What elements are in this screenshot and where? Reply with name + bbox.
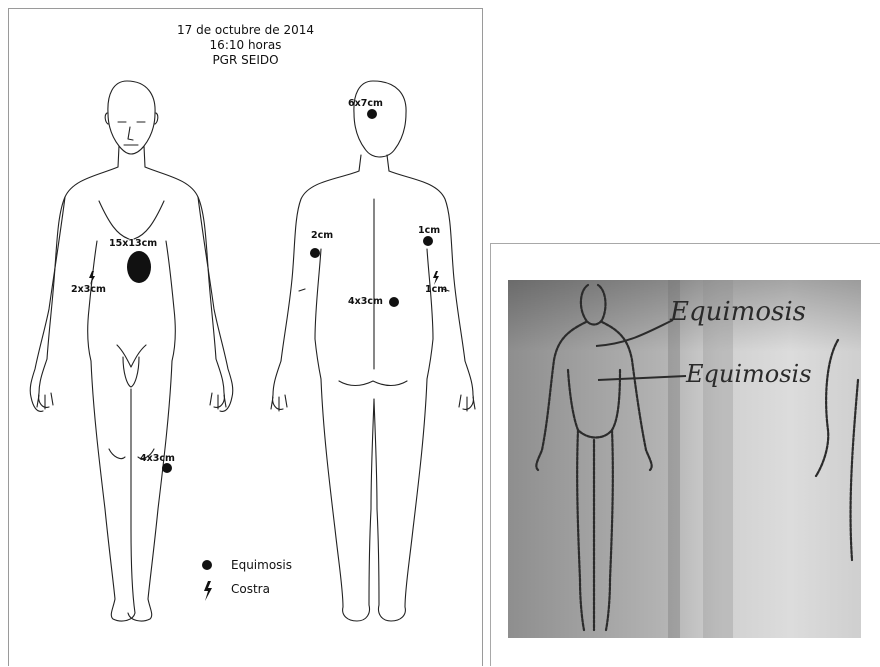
- label-abdomen: 15x13cm: [109, 238, 157, 249]
- head-bruise-marker: [367, 109, 377, 119]
- right-arm-scab-marker: [433, 271, 439, 285]
- label-left-arm: 2cm: [311, 230, 333, 241]
- front-body-figure: [30, 81, 233, 621]
- left-arm-bruise-marker: [310, 248, 320, 258]
- legend-scab-label: Costra: [231, 582, 270, 596]
- label-right-arm-bottom: 1cm: [425, 284, 447, 295]
- photo-annotation-1: Equimosis: [669, 297, 806, 327]
- photo-drawing: Equimosis Equimosis: [508, 280, 861, 638]
- legend-scab-icon: [204, 581, 212, 601]
- body-figures: 15x13cm 2x3cm 4x3cm 6x7cm 2cm 1cm 1cm 4x…: [9, 9, 484, 667]
- back-body-figure: [271, 81, 475, 621]
- lower-back-bruise-marker: [389, 297, 399, 307]
- photo-panel: Equimosis Equimosis: [490, 243, 880, 666]
- right-arm-bruise-marker: [423, 236, 433, 246]
- legend-bruise-label: Equimosis: [231, 558, 292, 572]
- body-diagram-panel: 17 de octubre de 2014 16:10 horas PGR SE…: [8, 8, 483, 666]
- photo-annotation-2: Equimosis: [685, 360, 812, 388]
- label-head: 6x7cm: [348, 98, 383, 109]
- label-lower-back: 4x3cm: [348, 296, 383, 307]
- label-right-arm-top: 1cm: [418, 225, 440, 236]
- label-flank: 2x3cm: [71, 284, 106, 295]
- legend-bruise-icon: [202, 560, 212, 570]
- abdomen-bruise-marker: [127, 251, 151, 283]
- label-knee: 4x3cm: [140, 453, 175, 464]
- archival-photo: Equimosis Equimosis: [508, 280, 861, 638]
- legend: Equimosis Costra: [202, 558, 292, 601]
- knee-bruise-marker: [162, 463, 172, 473]
